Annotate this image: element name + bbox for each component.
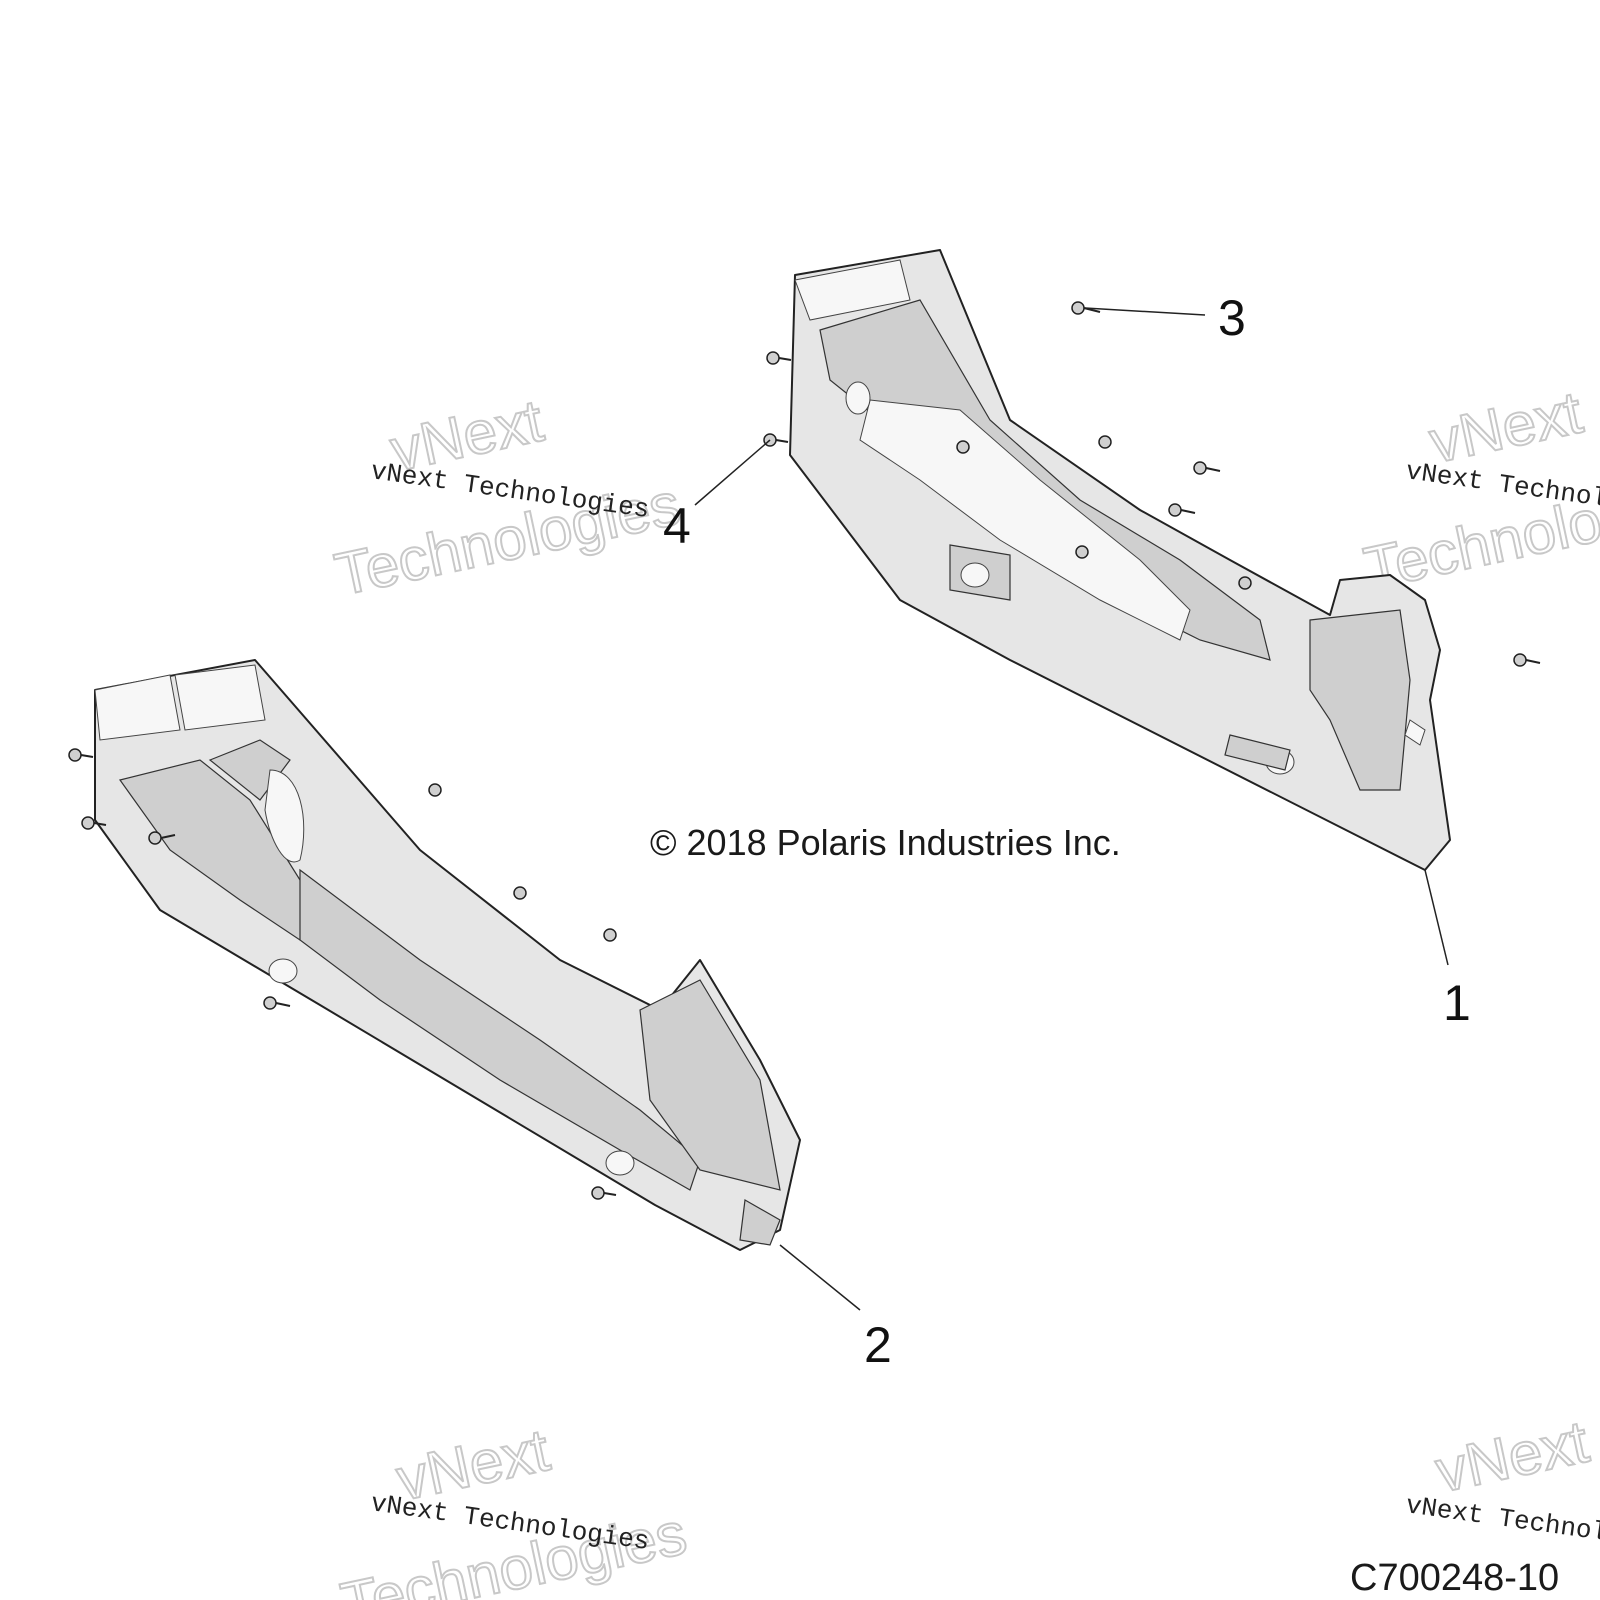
part-1-rocker-panel (789, 249, 1451, 871)
screw-icon (1238, 576, 1252, 590)
callout-4: 4 (663, 498, 691, 554)
screw-icon (263, 996, 291, 1010)
screw-icon (1075, 545, 1089, 559)
callout-2: 2 (864, 1317, 892, 1373)
screw-icon (956, 440, 970, 454)
screw-icon (1193, 461, 1221, 475)
screw-icon (148, 831, 176, 845)
screw-icon (1168, 503, 1196, 517)
watermark-bottom-right: vNext (1429, 1407, 1595, 1506)
leader-line-1 (1424, 869, 1449, 966)
leader-line-2 (779, 1244, 861, 1311)
watermark-bottom-left: vNext Technologies (335, 1415, 694, 1600)
screw-icon (1098, 435, 1112, 449)
copyright-text: © 2018 Polaris Industries Inc. (650, 822, 1121, 863)
watermark-text-bottom-right: vNext Technologies (1404, 1490, 1600, 1559)
callout-3: 3 (1218, 290, 1246, 346)
leader-line-4 (694, 439, 771, 506)
diagram-part-number: C700248-10 (1350, 1557, 1559, 1599)
screw-icons (68, 301, 1541, 1200)
screw-icon (763, 433, 789, 447)
screw-icon (603, 928, 617, 942)
screw-icon (428, 783, 442, 797)
leader-line-3 (1084, 307, 1206, 316)
screw-icon (766, 351, 792, 365)
screw-icon (68, 748, 94, 762)
screw-icon (513, 886, 527, 900)
screw-icon (591, 1186, 617, 1200)
watermark-outline-vnext-br: vNext (1430, 1408, 1594, 1505)
part-2-rocker-panel (94, 659, 801, 1251)
callout-1: 1 (1443, 975, 1471, 1031)
screw-icon (1513, 653, 1541, 667)
screw-icon (81, 816, 107, 830)
